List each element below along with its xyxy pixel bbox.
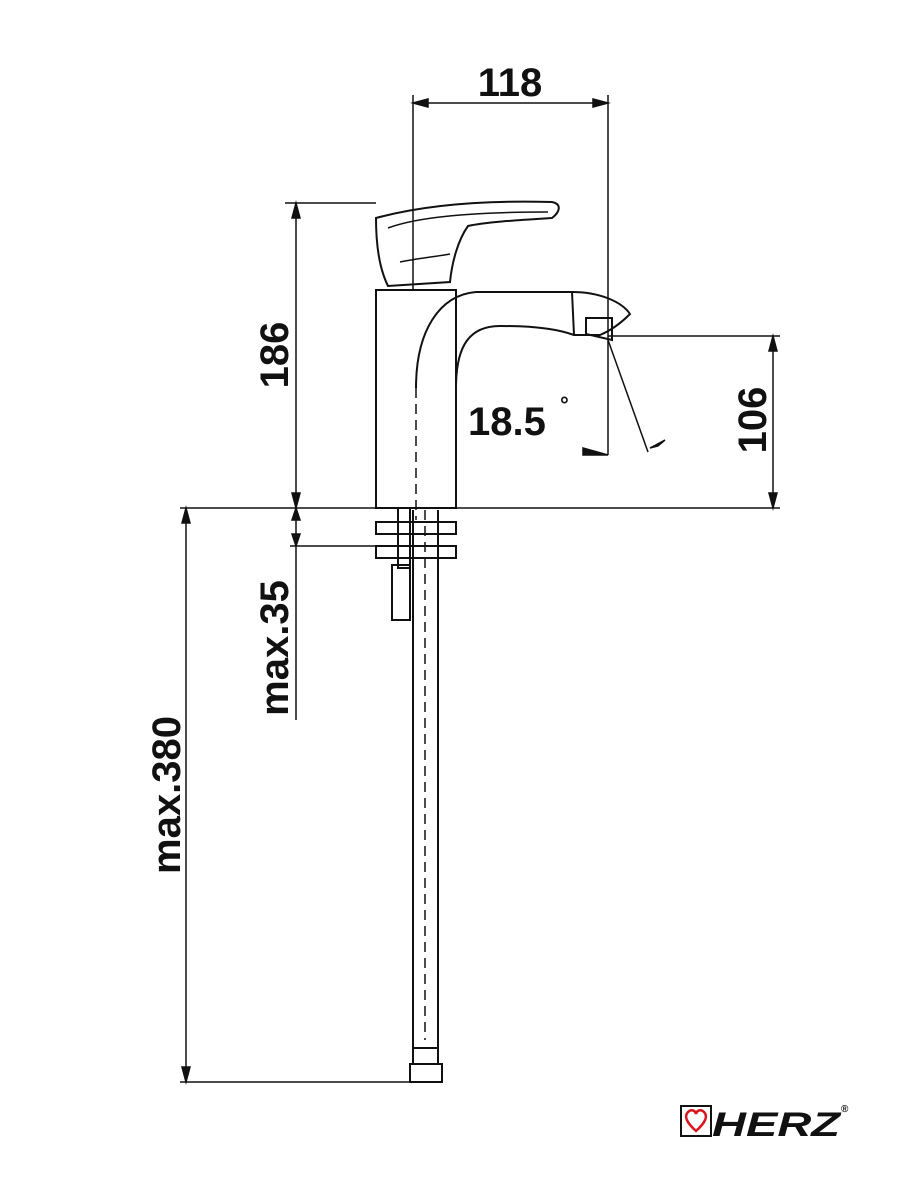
brand-name: HERZ (712, 1106, 842, 1144)
threaded-rod (391, 564, 411, 621)
faucet-outline (374, 200, 632, 1083)
mount-plate-top (375, 521, 457, 535)
angle-arrow-right (649, 439, 666, 449)
mount-plate-bottom (375, 545, 457, 559)
dim-118-arrow-left (410, 98, 429, 108)
handle-lever (374, 200, 560, 288)
dim-118-label: 118 (478, 61, 543, 105)
dimension-labels: 118 186 106 18.5 ° max.35 max.380 (145, 61, 775, 874)
angle-unit-label: ° (560, 392, 569, 417)
angle-label: 18.5 (468, 400, 546, 444)
dim-380-arrow-top (181, 505, 191, 524)
angle-slanted (607, 339, 649, 453)
dimension-lines (180, 95, 780, 1085)
dim-35-label: max.35 (253, 580, 297, 716)
angle-arrow-left (582, 447, 609, 456)
handle-detail (387, 211, 549, 263)
dim-118-arrow-right (592, 98, 611, 108)
dim-380-arrow-bottom (181, 1066, 191, 1085)
hose-ferrule (412, 1040, 439, 1064)
aerator (571, 291, 613, 342)
dim-35-arrow-top (290, 505, 302, 521)
dim-106-arrow-bottom (768, 492, 778, 511)
brand-registered: ® (841, 1104, 849, 1115)
dim-106-arrow-top (768, 333, 778, 352)
dim-186-arrow-top (291, 200, 301, 219)
dim-380-label: max.380 (145, 716, 189, 874)
faucet-spout (415, 291, 632, 389)
brand-logo: HERZ ® (680, 1104, 849, 1144)
dim-106-label: 106 (731, 387, 775, 454)
dim-186-arrow-bottom (291, 492, 301, 511)
dim-186-label: 186 (253, 322, 297, 389)
dim-35-arrow-bottom (290, 533, 302, 549)
hose-nut (409, 1063, 443, 1083)
heart-icon (684, 1109, 708, 1133)
